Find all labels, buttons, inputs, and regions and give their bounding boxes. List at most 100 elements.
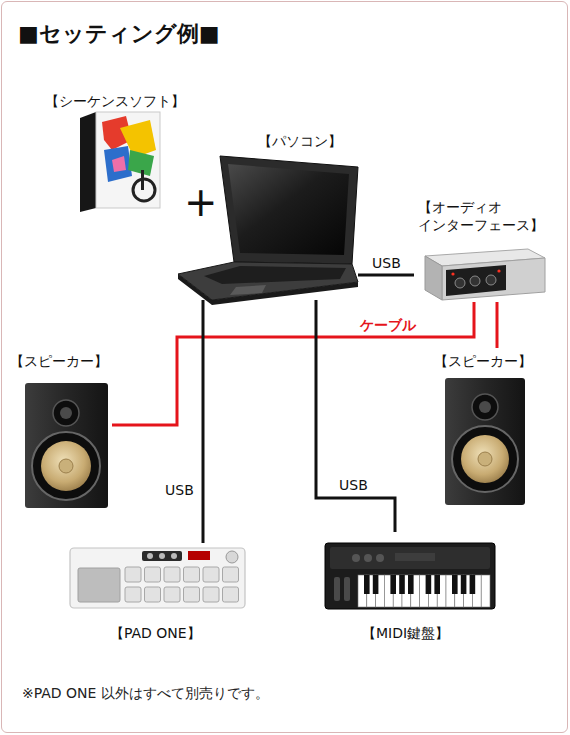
audio-interface-illustration-part	[442, 258, 545, 300]
pad-controller-illustration-part	[164, 587, 180, 602]
midi-keyboard-illustration-part	[395, 553, 435, 561]
pad-node: 【PAD ONE】	[68, 543, 248, 645]
usb-cable	[316, 300, 395, 532]
footnote: ※PAD ONE 以外はすべて別売りです。	[22, 684, 269, 702]
software-box-illustration	[80, 112, 160, 212]
midi-keyboard-illustration-part	[481, 575, 490, 607]
audio-cable-line	[112, 302, 474, 425]
pad-controller-illustration-part	[70, 548, 245, 608]
software-box-illustration-part	[112, 156, 126, 172]
audio-interface-illustration-part	[470, 276, 480, 286]
midi-keyboard-illustration-part	[352, 554, 360, 562]
midi-keyboard-illustration-part	[325, 543, 495, 609]
audio-interface-illustration	[425, 249, 545, 300]
page-title: ■セッティング例■	[18, 20, 220, 48]
usb-cable-line	[316, 300, 395, 532]
speaker-illustration-part	[60, 407, 72, 419]
laptop-illustration-part	[228, 164, 349, 255]
speaker-illustration	[25, 383, 108, 508]
speaker-illustration-part	[25, 383, 108, 508]
midi-keyboard-illustration-part	[452, 575, 458, 594]
pad-controller-illustration-part	[223, 587, 239, 602]
audio-interface-illustration-part	[446, 265, 506, 296]
midi-keyboard-illustration-part	[390, 575, 396, 594]
pad-controller-illustration-part	[145, 567, 161, 582]
speaker-illustration	[445, 378, 525, 505]
pad-controller-illustration-part	[184, 567, 200, 582]
midi-keyboard-illustration-part	[344, 577, 350, 601]
speaker-illustration-part	[479, 401, 491, 413]
pad-controller-illustration-part	[164, 567, 180, 582]
software-node: 【シーケンスソフト】	[40, 88, 190, 213]
midi-keyboard-illustration-part	[330, 547, 490, 569]
pad-controller-illustration-part	[78, 568, 120, 602]
audio-interface-illustration-part	[455, 278, 465, 288]
midi-keyboard-illustration-part	[408, 575, 414, 594]
cable-label: USB	[164, 482, 195, 499]
pad-controller-illustration-part	[171, 553, 177, 559]
audio-cable-line	[496, 302, 499, 348]
laptop-illustration-part	[178, 274, 358, 305]
midi-keyboard-illustration-part	[376, 554, 384, 562]
software-box-illustration-part	[141, 170, 144, 190]
midi-keyboard-illustration	[325, 543, 495, 609]
midi-keyboard-illustration-part	[470, 575, 476, 594]
speaker-illustration-part	[478, 452, 492, 466]
speaker-illustration-part	[461, 435, 509, 483]
speaker-illustration-part	[452, 426, 518, 492]
pad-controller-illustration-part	[147, 553, 153, 559]
speaker-illustration-part	[32, 432, 100, 500]
software-box-illustration-part	[80, 112, 96, 212]
device-label: 【PAD ONE】	[110, 624, 201, 642]
cable-label: USB	[338, 477, 369, 494]
midi-keyboard-illustration-part	[364, 575, 370, 594]
midi-keyboard-illustration-part	[434, 575, 440, 594]
speaker-illustration-part	[472, 394, 498, 420]
usb-cable-line	[202, 300, 205, 543]
keyboard-node: 【MIDI鍵盤】	[322, 532, 498, 644]
speaker-node: 【スピーカー】	[6, 348, 112, 510]
audio-interface-illustration-part	[425, 256, 442, 300]
pad-controller-illustration-part	[142, 551, 182, 561]
midi-keyboard-illustration-part	[426, 575, 432, 594]
pad-controller-illustration-part	[188, 551, 210, 560]
laptop-illustration	[178, 156, 358, 305]
laptop-illustration-part	[230, 285, 266, 295]
speaker-node: 【スピーカー】	[430, 348, 534, 508]
audio-interface-illustration-part	[451, 272, 454, 275]
cable-label: USB	[371, 255, 402, 272]
plus-sign: +	[184, 182, 218, 222]
software-box-illustration-part	[96, 112, 160, 208]
pad-controller-illustration	[70, 548, 245, 608]
speaker-illustration-part	[41, 441, 91, 491]
midi-keyboard-illustration-part	[373, 575, 379, 594]
pad-controller-illustration-part	[223, 567, 239, 582]
software-box-illustration-part	[104, 146, 132, 182]
device-label: 【スピーカー】	[434, 352, 532, 370]
pad-controller-illustration-part	[226, 551, 238, 563]
midi-keyboard-illustration-part	[364, 554, 372, 562]
speaker-illustration-part	[59, 459, 73, 473]
laptop-illustration-part	[204, 266, 346, 284]
audio-interface-illustration-part	[486, 275, 496, 285]
device-label: 【シーケンスソフト】	[45, 92, 185, 110]
device-label: 【MIDI鍵盤】	[362, 624, 449, 642]
audio-interface-illustration-part	[497, 269, 500, 272]
midi-keyboard-illustration-part	[334, 577, 340, 601]
interface-node: 【オーディオ インターフェース】	[414, 195, 560, 302]
pad-controller-illustration-part	[184, 587, 200, 602]
laptop-illustration-part	[220, 156, 358, 264]
usb-cable	[358, 275, 414, 276]
pad-controller-illustration-part	[125, 567, 141, 582]
device-label: 【スピーカー】	[10, 352, 108, 370]
pad-controller-illustration-part	[159, 553, 165, 559]
cable-label: ケーブル	[359, 317, 417, 334]
audio-cable	[497, 302, 498, 348]
usb-cable	[203, 300, 204, 543]
pad-controller-illustration-part	[203, 587, 219, 602]
pad-controller-illustration-part	[125, 587, 141, 602]
usb-cable-line	[358, 274, 414, 277]
speaker-illustration-part	[445, 378, 525, 505]
device-label: 【パソコン】	[258, 132, 342, 150]
